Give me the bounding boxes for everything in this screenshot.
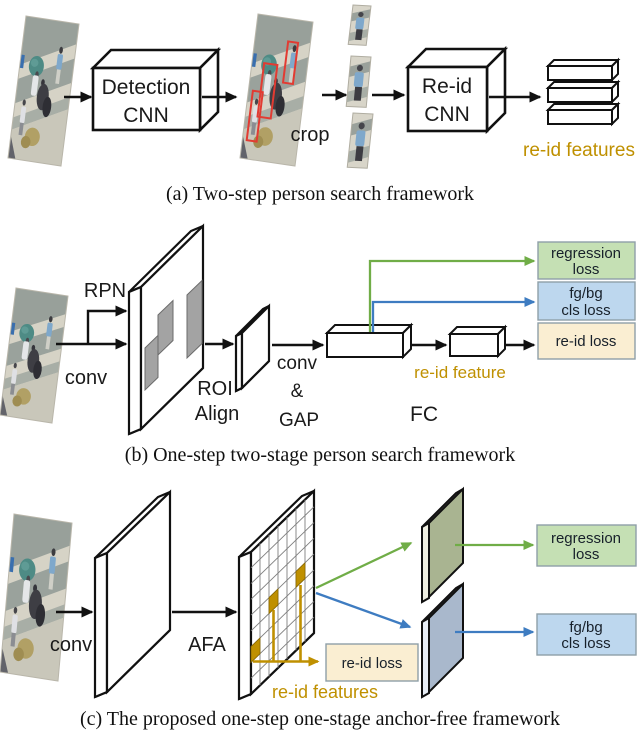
reid-loss-text-b: re-id loss xyxy=(556,333,617,350)
fgbg-cls-loss-box-b: fg/bg cls loss xyxy=(537,281,636,321)
detection-cnn-label-line2: CNN xyxy=(123,104,169,127)
regression-loss-text-line1: regression xyxy=(551,245,621,262)
reid-feature-bar-1 xyxy=(545,57,621,83)
roi-align-label-line1: ROI xyxy=(197,378,233,400)
regression-loss-text-c-line1: regression xyxy=(551,530,621,547)
reid-cell-2 xyxy=(268,588,279,615)
fgbg-loss-text-c-line2: cls loss xyxy=(561,635,610,652)
anchor-free-grid-map xyxy=(237,488,316,701)
arrow-cls-branch-b xyxy=(371,297,536,332)
person-crop-2 xyxy=(345,55,372,108)
arrow-rpn-branch xyxy=(86,305,128,344)
conv-gap-label-line2: & xyxy=(291,381,304,402)
cls-output-map xyxy=(421,581,464,699)
fgbg-loss-text-c-line1: fg/bg xyxy=(569,619,602,636)
crop-label: crop xyxy=(291,124,330,146)
reid-feature-label-b: re-id feature xyxy=(414,363,506,382)
panel-b: RPN conv ROI Align conv & GAP xyxy=(0,223,636,466)
conv-label-b: conv xyxy=(65,367,107,389)
input-image-b xyxy=(0,287,69,424)
panel-c: conv AFA xyxy=(0,486,637,730)
afa-label: AFA xyxy=(188,634,226,656)
reid-features-label-c: re-id features xyxy=(272,682,378,702)
panel-a: Detection CNN crop Re-id CNN xyxy=(7,4,635,205)
regression-loss-box-c: regression loss xyxy=(536,524,637,567)
reid-cnn-box: Re-id CNN xyxy=(404,45,509,135)
caption-b: (b) One-step two-stage person search fra… xyxy=(125,444,515,466)
reid-feature-bar-b xyxy=(447,324,508,359)
rpn-label: RPN xyxy=(84,280,126,302)
roi-align-label-line2: Align xyxy=(195,403,239,425)
regression-output-map xyxy=(421,486,464,604)
regression-loss-box-b: regression loss xyxy=(537,241,636,280)
reid-loss-text-c: re-id loss xyxy=(342,655,403,672)
fc-label: FC xyxy=(410,403,438,426)
arrow-regression-branch-b xyxy=(368,256,536,332)
regression-loss-text-c-line2: loss xyxy=(573,546,600,563)
conv-label-c: conv xyxy=(50,634,92,656)
reid-cnn-label-line1: Re-id xyxy=(422,75,472,98)
reid-loss-box-c: re-id loss xyxy=(325,643,419,682)
reid-feature-cells xyxy=(250,561,306,664)
roi-feature-slab xyxy=(234,303,271,393)
backbone-feature-slab-c xyxy=(93,489,172,699)
fc-feature-vector xyxy=(324,322,414,360)
reid-loss-box-b: re-id loss xyxy=(537,322,636,360)
regression-loss-text-line2: loss xyxy=(573,261,600,278)
person-crops xyxy=(345,4,374,169)
person-crop-3 xyxy=(346,112,374,169)
region-proposals xyxy=(144,279,203,392)
proposal-box-3 xyxy=(186,279,203,360)
reid-feature-bar-2 xyxy=(545,79,621,105)
fgbg-loss-text-line1: fg/bg xyxy=(569,285,602,302)
detection-cnn-box: Detection CNN xyxy=(89,46,222,134)
arrow-grid-to-cls-map xyxy=(315,591,412,629)
arrow-grid-to-regression-map xyxy=(315,541,413,590)
fgbg-loss-text-line2: cls loss xyxy=(561,302,610,319)
reid-cnn-label-line2: CNN xyxy=(424,103,470,126)
detection-cnn-label-line1: Detection xyxy=(102,76,191,99)
reid-cell-3 xyxy=(250,637,261,664)
caption-c: (c) The proposed one-step one-stage anch… xyxy=(80,708,560,730)
input-image xyxy=(7,15,80,167)
reid-feature-bar-3 xyxy=(545,101,621,127)
reid-cell-1 xyxy=(295,561,306,589)
proposal-box-2 xyxy=(157,299,174,357)
reid-cell-connectors xyxy=(253,585,320,667)
fgbg-cls-loss-box-c: fg/bg cls loss xyxy=(536,613,637,656)
person-crop-1 xyxy=(347,4,372,46)
feature-map-with-proposals xyxy=(127,223,205,436)
reid-feature-bars xyxy=(545,57,621,127)
conv-gap-label-line3: GAP xyxy=(279,410,319,431)
caption-a: (a) Two-step person search framework xyxy=(166,183,474,205)
reid-features-label-a: re-id features xyxy=(523,140,635,161)
proposal-box-1 xyxy=(144,334,159,392)
conv-gap-label-line1: conv xyxy=(277,353,318,374)
